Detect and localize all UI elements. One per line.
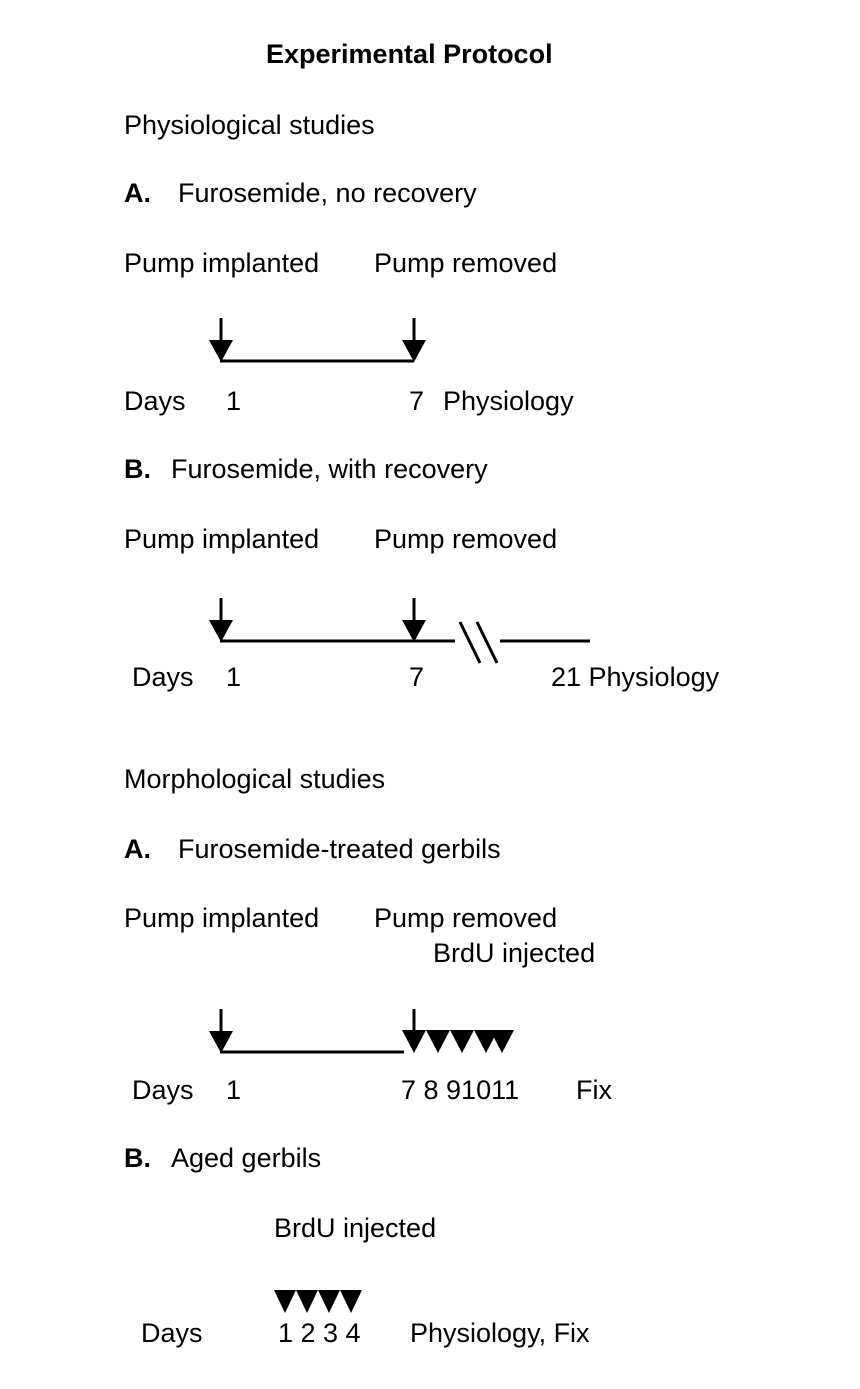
physio-b-letter: B. xyxy=(124,454,151,484)
morph-a-endpoint: Fix xyxy=(576,1075,612,1105)
physio-a-pump-removed: Pump removed xyxy=(374,248,558,278)
physio-b-arrowhead-removal xyxy=(402,620,426,642)
physio-b-day-7: 7 xyxy=(409,662,425,692)
physio-a-endpoint: Physiology xyxy=(443,386,574,416)
morph-b-label: Aged gerbils xyxy=(171,1143,322,1173)
morph-a-triangle-day-11 xyxy=(490,1030,514,1053)
morph-a-triangle-day-9 xyxy=(450,1030,474,1053)
morphological-heading: Morphological studies xyxy=(124,764,386,794)
physio-b-pump-implanted: Pump implanted xyxy=(124,524,320,554)
physio-a-label: Furosemide, no recovery xyxy=(178,178,477,208)
morph-b-brdu-injected: BrdU injected xyxy=(274,1213,437,1243)
morph-a-triangle-day-10 xyxy=(474,1030,498,1053)
morph-a-letter: A. xyxy=(124,834,151,864)
physio-b-endpoint: 21 Physiology xyxy=(551,662,720,692)
morph-a-day-1: 1 xyxy=(226,1075,242,1105)
physio-b-label: Furosemide, with recovery xyxy=(171,454,488,484)
page-title: Experimental Protocol xyxy=(266,39,553,69)
morph-a-arrowhead-implant xyxy=(209,1031,233,1053)
physio-b-break-2 xyxy=(475,621,499,664)
morph-a-pump-removed: Pump removed xyxy=(374,903,558,933)
morph-a-timeline xyxy=(209,1009,514,1054)
physio-b-break-1 xyxy=(458,621,482,664)
physiological-heading: Physiological studies xyxy=(124,110,375,140)
morph-b-letter: B. xyxy=(124,1143,151,1173)
morph-a-triangle-day-7 xyxy=(402,1030,426,1053)
morph-b-days-label: Days xyxy=(141,1318,203,1348)
morph-a-pump-implanted: Pump implanted xyxy=(124,903,320,933)
morph-b-endpoint: Physiology, Fix xyxy=(410,1318,590,1348)
physio-a-arrowhead-removal xyxy=(402,340,426,362)
physio-b-arrowhead-implant xyxy=(209,620,233,642)
morph-b-day-series: 1 2 3 4 xyxy=(278,1318,361,1348)
physio-a-pump-implanted: Pump implanted xyxy=(124,248,320,278)
morph-a-brdu-injected: BrdU injected xyxy=(433,938,596,968)
morph-b-timeline xyxy=(274,1290,362,1313)
physio-a-arrowhead-implant xyxy=(209,340,233,362)
physio-b-pump-removed: Pump removed xyxy=(374,524,558,554)
physio-a-timeline xyxy=(209,318,426,363)
morph-a-day-series: 7 8 91011 xyxy=(401,1075,520,1105)
morph-a-days-label: Days xyxy=(132,1075,194,1105)
morph-b-triangle-day-4 xyxy=(340,1290,362,1313)
physio-b-timeline xyxy=(209,598,590,664)
morph-a-label: Furosemide-treated gerbils xyxy=(178,834,501,864)
physio-a-letter: A. xyxy=(124,178,151,208)
physio-b-day-1: 1 xyxy=(226,662,242,692)
morph-a-triangle-day-8 xyxy=(426,1030,450,1053)
morph-b-triangle-day-3 xyxy=(318,1290,340,1313)
physio-a-day-7: 7 xyxy=(409,386,425,416)
physio-b-days-label: Days xyxy=(132,662,194,692)
morph-b-triangle-day-2 xyxy=(296,1290,318,1313)
morph-b-triangle-day-1 xyxy=(274,1290,296,1313)
physio-a-day-1: 1 xyxy=(226,386,242,416)
physio-a-days-label: Days xyxy=(124,386,186,416)
